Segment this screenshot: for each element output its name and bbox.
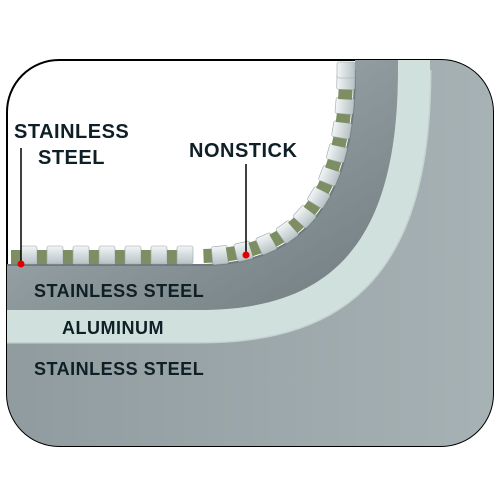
stainless-steel-callout-line2: STEEL [38,147,105,169]
nonstick-coating-block [303,198,321,216]
stainless-texture-cube [124,245,142,265]
nonstick-callout-marker [242,251,250,259]
stainless-texture-cube [334,96,355,115]
nonstick-coating-block [288,215,305,234]
layer-top-stainless [7,60,398,310]
nonstick-callout: NONSTICK [189,140,298,162]
nonstick-coating-block [89,250,99,264]
stainless-texture-cube [72,245,90,265]
layer-label-aluminum: ALUMINUM [62,318,164,338]
nonstick-coating-block [338,88,353,100]
stainless-steel-callout-line1: STAINLESS [14,121,129,143]
layer-label-top-stainless: STAINLESS STEEL [34,281,204,301]
nonstick-coating-block [115,250,125,264]
nonstick-coating-block [269,229,285,247]
nonstick-coating-block [63,250,73,264]
nonstick-coating-block [316,178,334,195]
stainless-texture-cube [176,245,194,265]
nonstick-coating-block [203,248,214,264]
layer-aluminum [7,60,430,342]
nonstick-coating-block [11,250,21,264]
nonstick-coating-block [141,250,151,264]
nonstick-coating-block [335,111,351,124]
stainless-texture-cube [336,61,356,79]
layer-bottom-stainless [7,60,493,446]
stainless-callout-marker [17,260,25,268]
nonstick-coating-block [37,250,47,264]
surface-texture [11,61,356,265]
stainless-texture-cube [20,245,38,265]
stainless-texture-cube [150,245,168,265]
layer-label-bottom-stainless: STAINLESS STEEL [34,359,204,379]
stainless-texture-cube [98,245,116,265]
stainless-texture-cube [46,245,64,265]
nonstick-coating-block [167,250,177,264]
